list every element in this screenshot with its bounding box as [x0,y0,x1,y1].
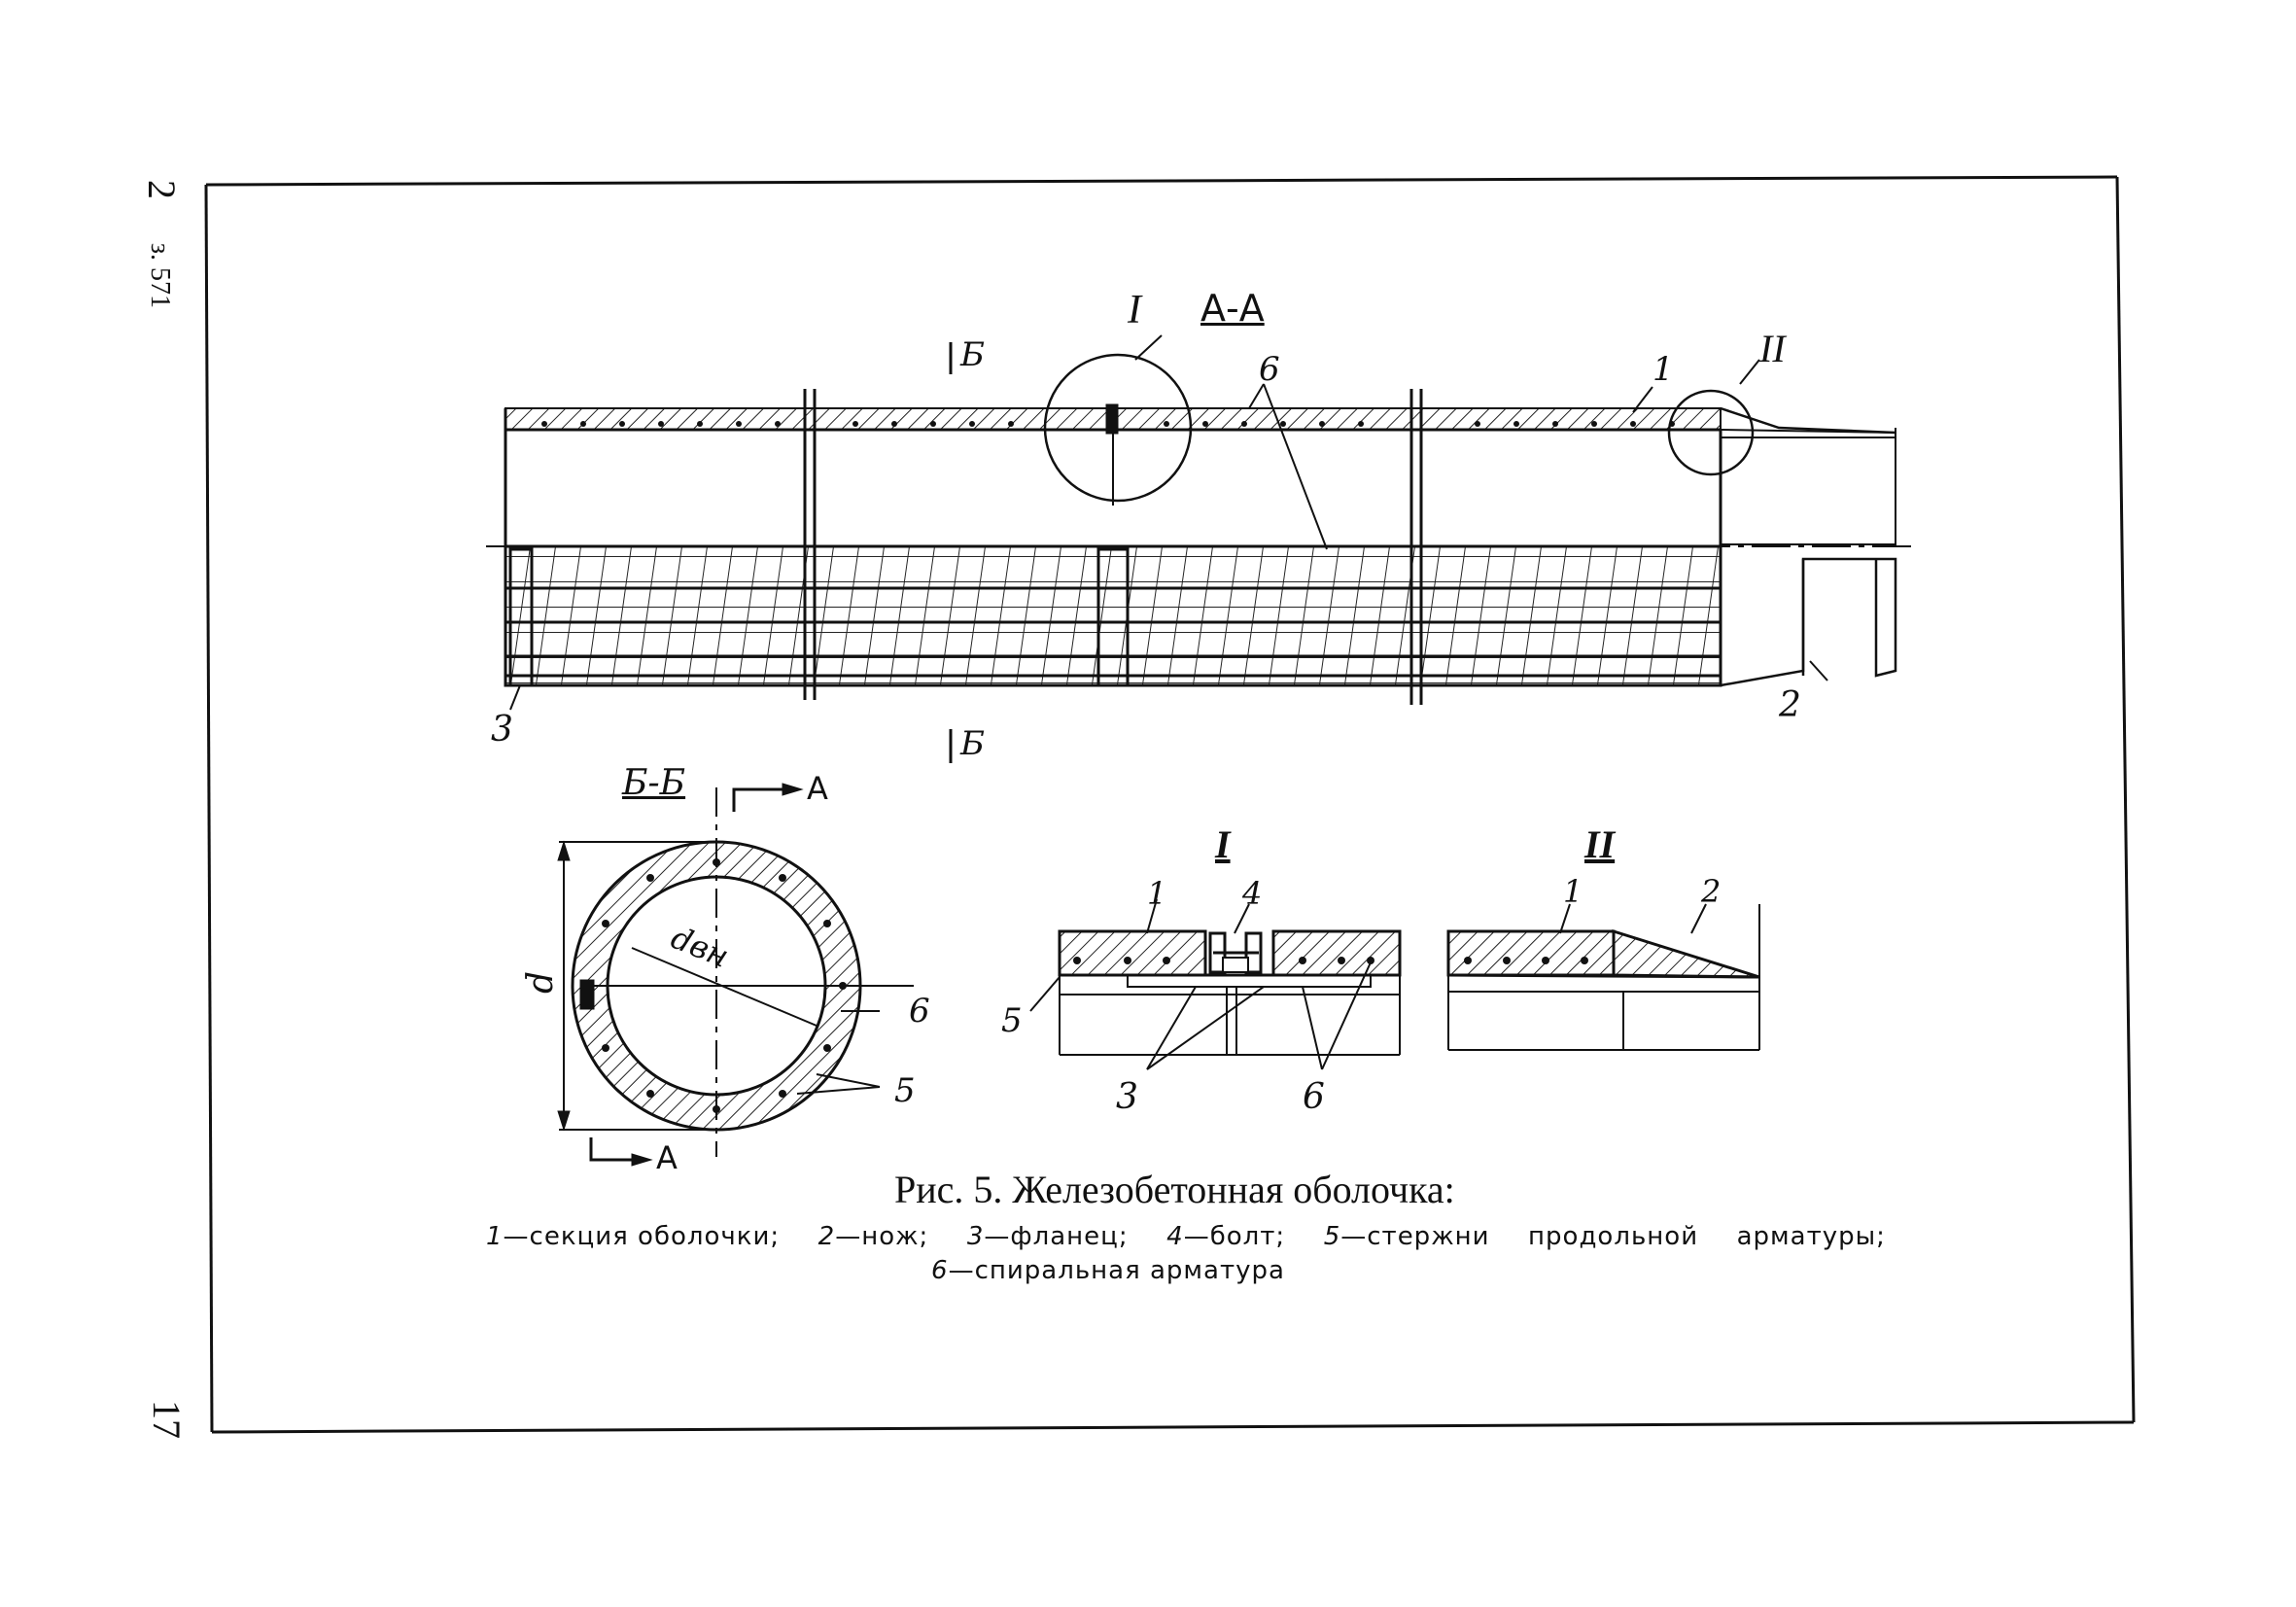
label-detail-1: I [1215,822,1231,866]
legend-item-3: 3—фланец; [966,1222,1129,1251]
legend-item-2: 2—нож; [818,1222,929,1251]
label-1-top: 1 [1652,350,1674,389]
label-6-top: 6 [1259,350,1280,389]
label-5-detail-1: 5 [1001,1001,1023,1040]
label-section-aa: А-А [1200,287,1265,330]
legend-item-5b: продольной [1528,1222,1699,1251]
label-6-detail-1: 6 [1303,1077,1325,1117]
label-3-top: 3 [491,710,513,750]
legend-item-1: 1—секция оболочки; [486,1222,781,1251]
label-5-section: 5 [894,1071,916,1110]
label-3-detail-1: 3 [1116,1077,1138,1117]
label-cut-b-top: Б [960,335,985,374]
label-2-detail-2: 2 [1701,873,1722,910]
figure-legend: 1—секция оболочки; 2—нож; 3—фланец; 4—бо… [486,1220,1886,1288]
cross-section-bb [557,783,914,1167]
label-4-detail-1: 4 [1242,875,1263,912]
detail-I [1029,898,1402,1070]
label-2-top: 2 [1779,685,1801,725]
legend-line-1: 1—секция оболочки; 2—нож; 3—фланец; 4—бо… [486,1220,1886,1254]
label-1-detail-1: 1 [1147,875,1167,912]
figure-caption-title: Рис. 5. Железобетонная оболочка: [894,1168,1455,1211]
label-6-section: 6 [909,992,930,1031]
label-detail-2-top: II [1759,327,1786,370]
legend-item-5c: арматуры; [1736,1222,1886,1251]
label-1-detail-2: 1 [1563,873,1583,910]
label-dim-d: d [521,970,562,995]
label-section-bb: Б-Б [622,763,686,803]
detail-II [1446,903,1760,1051]
label-arrow-a-top: А [807,770,828,807]
legend-item-4: 4—болт; [1166,1222,1286,1251]
label-arrow-a-bottom: А [656,1139,678,1176]
label-detail-1-top: I [1128,288,1141,332]
shell-longitudinal-view [486,334,1915,763]
page-frame [204,175,2136,1434]
label-cut-b-bottom: Б [960,724,985,763]
label-detail-2: II [1584,822,1616,866]
legend-item-5: 5—стержни [1323,1222,1490,1251]
legend-line-2: 6—спиральная арматура [931,1256,1285,1286]
